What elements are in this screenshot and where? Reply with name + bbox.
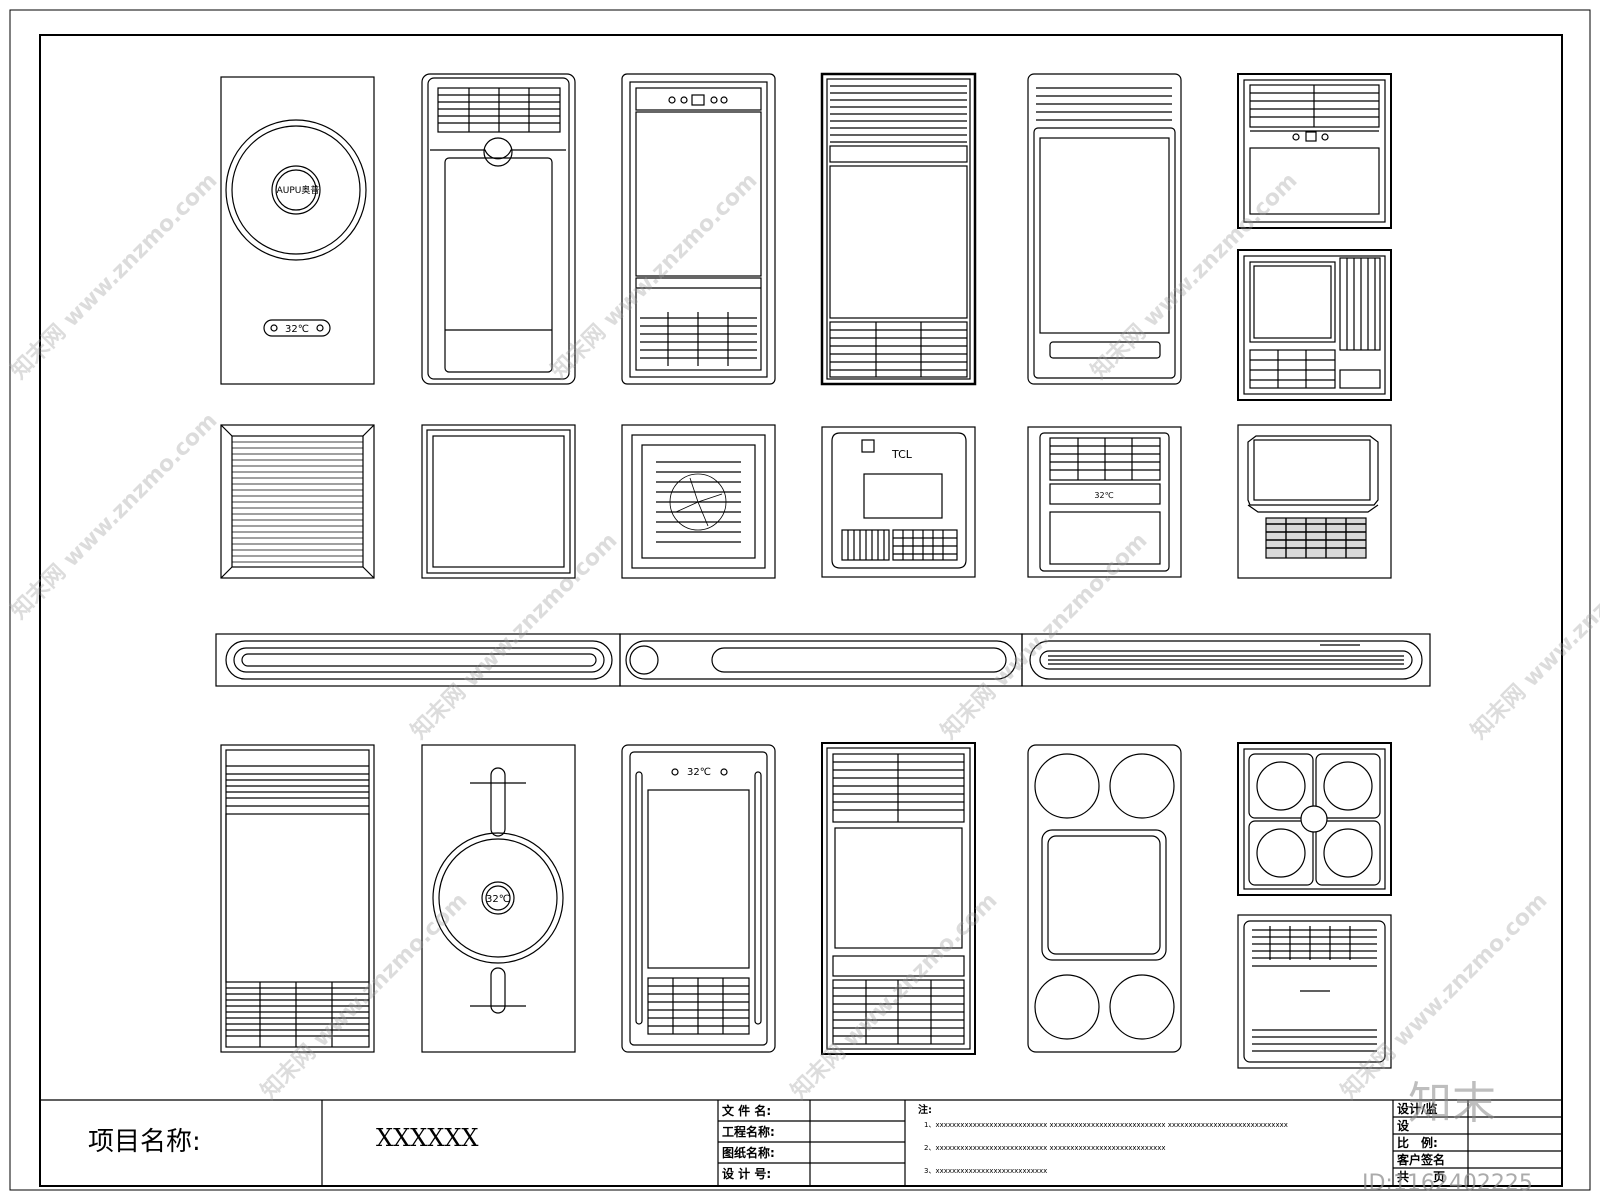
watermark-5: 知末网 www.znzmo.com [406, 528, 623, 745]
note-line-3: 3、xxxxxxxxxxxxxxxxxxxxxxxxxxx [924, 1167, 1047, 1175]
temp-display-unit9: 32℃ [1094, 491, 1113, 500]
watermark-brand: 知末 [1408, 1078, 1496, 1129]
engineering-name-label: 工程名称: [722, 1124, 775, 1139]
right-label-1: 设计/监 [1397, 1101, 1437, 1116]
heater-unit-double-grille [820, 72, 977, 386]
heater-unit-notch [421, 73, 576, 385]
watermark-4: 知末网 www.znzmo.com [6, 408, 223, 625]
design-no-label: 设 计 号: [722, 1166, 771, 1181]
vent-unit-fan-grille [621, 424, 776, 579]
watermark-10: 知末网 www.znzmo.com [1336, 888, 1553, 1105]
title-block-frame [40, 1099, 1562, 1186]
tcl-logo-text: TCL [891, 448, 913, 461]
heater-unit-split-panel [1237, 249, 1392, 401]
temp-display-unit14: 32℃ [486, 894, 510, 905]
inner-border [39, 34, 1563, 1187]
note-line-2: 2、xxxxxxxxxxxxxxxxxxxxxxxxxxx xxxxxxxxxx… [924, 1144, 1166, 1152]
linear-vent-strip-2 [619, 633, 1023, 687]
right-label-2: 设 [1397, 1118, 1410, 1133]
heater-unit-square-four-lamp [1237, 742, 1392, 896]
heater-unit-four-lamp [1027, 744, 1182, 1053]
watermark-7: 知末网 www.znzmo.com [1466, 528, 1600, 745]
watermark-1: 知末网 www.znzmo.com [6, 168, 223, 385]
heater-unit-small-top [1237, 73, 1392, 229]
temp-display-unit15: 32℃ [687, 767, 711, 778]
heater-unit-top-louver [1027, 73, 1182, 385]
vent-unit-flat-panel [421, 424, 576, 579]
heater-unit-dual-grille [821, 742, 976, 1055]
project-name-value: XXXXXX [376, 1124, 479, 1152]
notes-label: 注: [918, 1103, 932, 1116]
temp-display-unit1: 32℃ [285, 324, 309, 335]
aupu-logo-text: AUPU奥普 [277, 184, 320, 196]
file-name-label: 文 件 名: [722, 1103, 771, 1118]
watermark-id: ID:1162402225 [1362, 1171, 1533, 1196]
heater-unit-grille-bottom [1237, 914, 1392, 1069]
right-label-3: 比 例: [1397, 1135, 1438, 1150]
heater-unit-panel-grille [621, 73, 776, 385]
right-label-5: 共 页 [1397, 1169, 1445, 1184]
linear-vent-strip-1 [215, 633, 621, 687]
heater-unit-tall-louvers [220, 744, 375, 1053]
note-line-1: 1、xxxxxxxxxxxxxxxxxxxxxxxxxxx xxxxxxxxxx… [924, 1121, 1288, 1129]
outer-border [9, 9, 1591, 1191]
drawing-name-label: 图纸名称: [722, 1145, 775, 1160]
watermark-3: 知末网 www.znzmo.com [1086, 168, 1303, 385]
heater-unit-grille-panel [1027, 426, 1182, 578]
heater-unit-round-vertical [421, 744, 576, 1053]
heater-unit-coil [1237, 424, 1392, 579]
project-name-label: 项目名称: [88, 1127, 201, 1157]
linear-vent-strip-3 [1021, 633, 1431, 687]
heater-unit-tcl [821, 426, 976, 578]
right-label-4: 客户签名 [1396, 1152, 1445, 1167]
heater-unit-round-aupu [220, 76, 375, 385]
vent-unit-full-louver [220, 424, 375, 579]
watermark-8: 知末网 www.znzmo.com [256, 888, 473, 1105]
watermark-6: 知末网 www.znzmo.com [936, 528, 1153, 745]
heater-unit-side-rails [621, 744, 776, 1053]
